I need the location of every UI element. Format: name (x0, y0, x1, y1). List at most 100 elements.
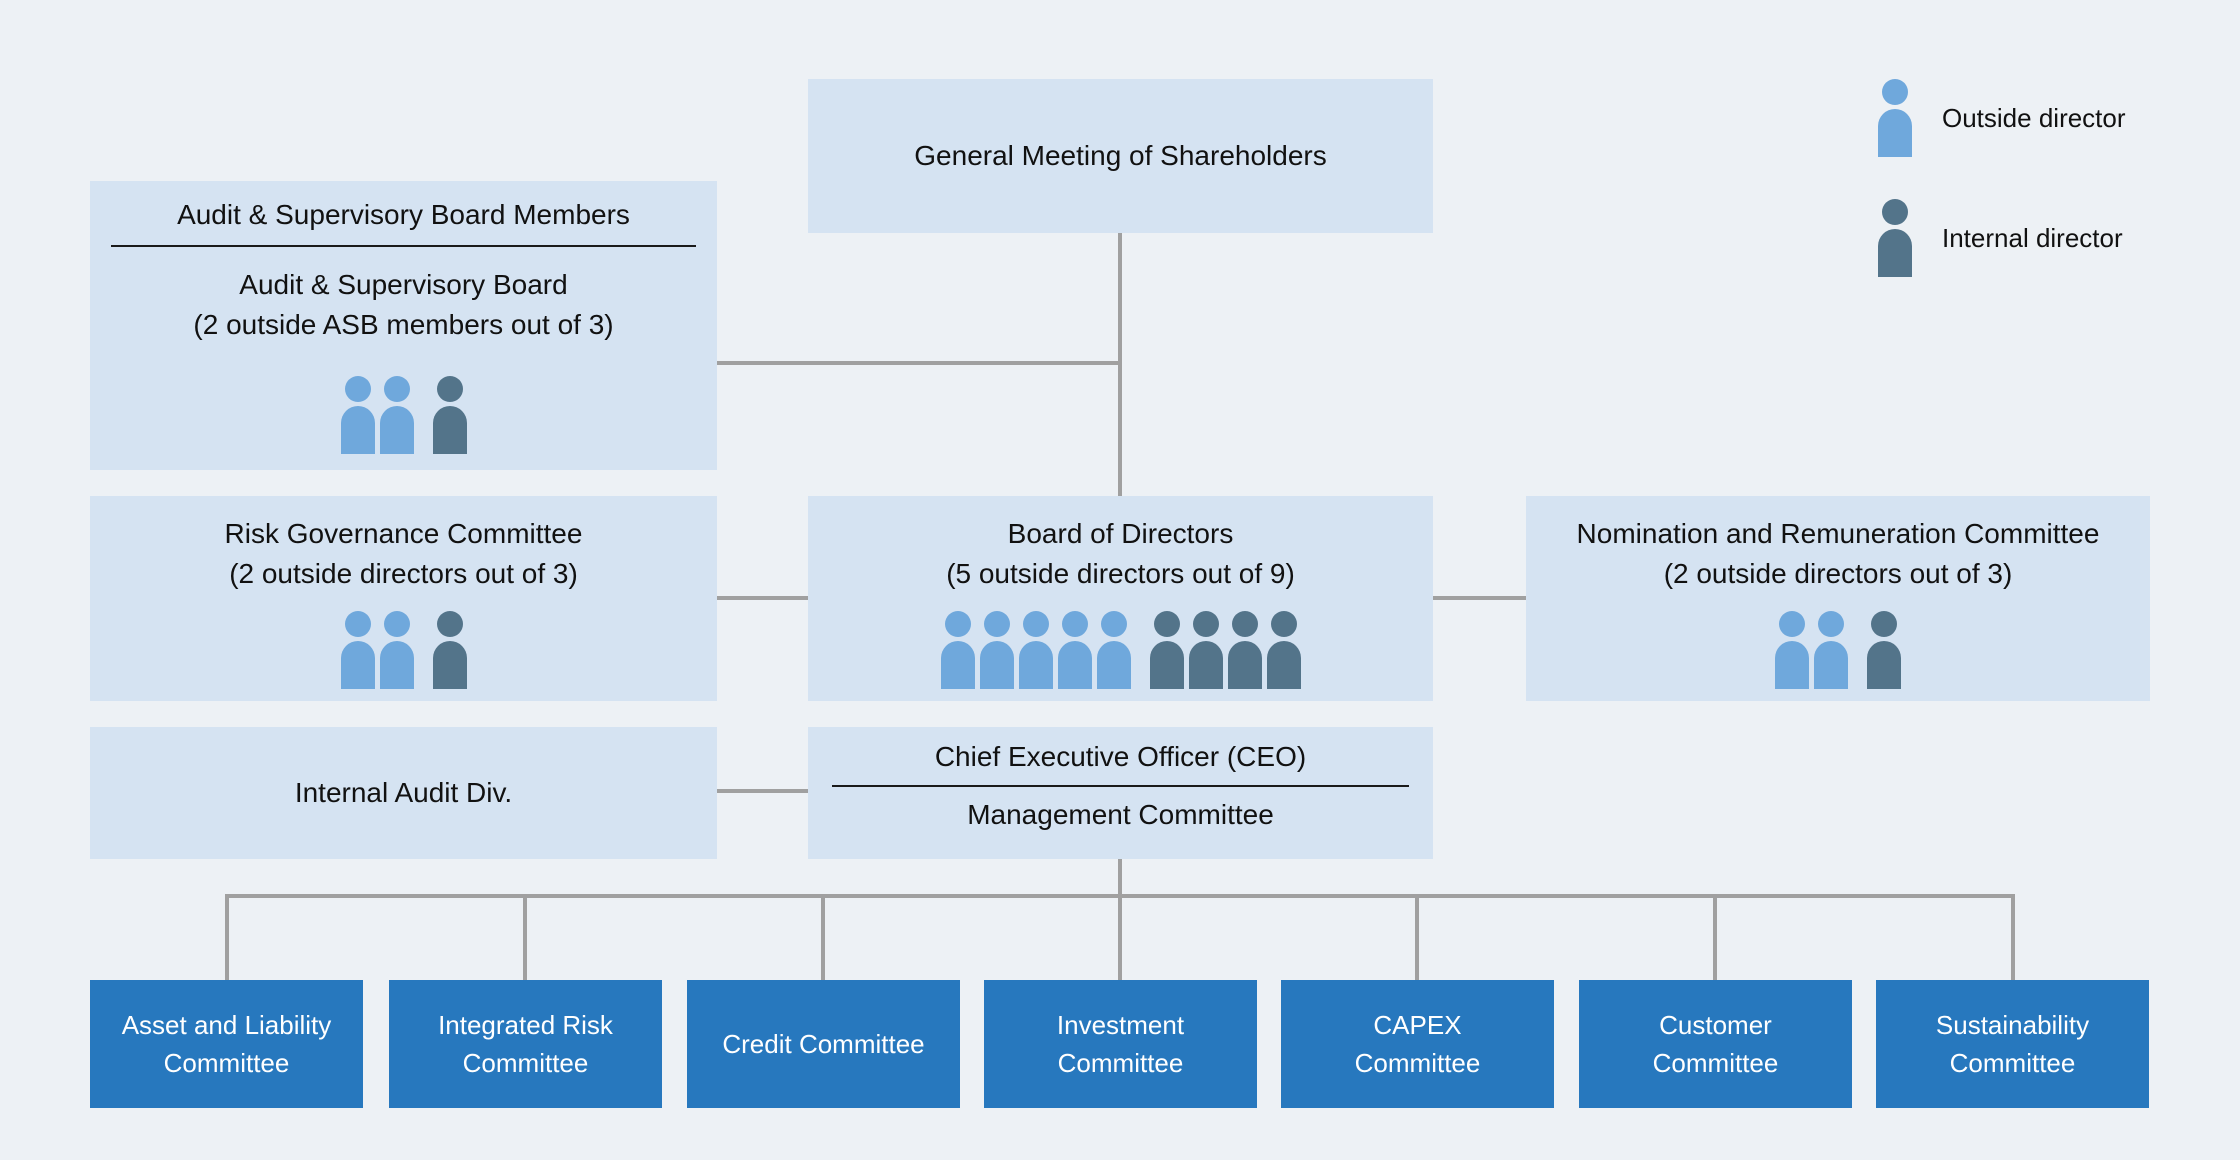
node-audit-supervisory-board: Audit & Supervisory Board Members Audit … (90, 181, 717, 470)
person-body (432, 641, 467, 689)
person-body (1227, 641, 1262, 689)
person-head (1882, 79, 1908, 105)
outside-director-icon (1018, 611, 1053, 689)
member-icons-row (940, 611, 1301, 689)
internal-director-icon (1266, 611, 1301, 689)
node-title: Nomination and Remuneration Committee (1576, 518, 2100, 549)
connector-line (225, 894, 2015, 898)
node-risk-governance-committee: Risk Governance Committee (2 outside dir… (90, 496, 717, 701)
legend-icon-wrap (1878, 199, 1912, 277)
person-head (1818, 611, 1844, 637)
person-head (1192, 611, 1219, 637)
connector-line (2011, 894, 2015, 980)
node-label: Investment Committee (1056, 1010, 1185, 1078)
internal-director-icon (432, 611, 467, 689)
node-label: Integrated Risk Committee (438, 1010, 613, 1078)
person-body (979, 641, 1014, 689)
outside-director-icon (340, 611, 375, 689)
node-label: Sustainability Committee (1935, 1010, 2090, 1078)
node-general-meeting-of-shareholders: General Meeting of Shareholders (808, 79, 1433, 233)
node-title: Risk Governance Committee (224, 518, 583, 549)
node-capex-committee: CAPEX Committee (1281, 980, 1554, 1108)
legend-label: Internal director (1942, 222, 2123, 253)
person-head (1871, 611, 1897, 637)
connector-line (225, 894, 229, 980)
member-icons-row (340, 376, 467, 454)
person-head (1022, 611, 1049, 637)
outside-director-icon (1057, 611, 1092, 689)
node-label: Asset and Liability Committee (121, 1010, 332, 1078)
outside-director-icon (1814, 611, 1848, 689)
person-head (1061, 611, 1088, 637)
person-head (944, 611, 971, 637)
person-head (983, 611, 1010, 637)
person-body (1096, 641, 1131, 689)
node-subtitle-detail: (2 outside ASB members out of 3) (193, 309, 614, 340)
internal-director-icon (1227, 611, 1262, 689)
node-investment-committee: Investment Committee (984, 980, 1257, 1108)
person-body (379, 406, 414, 454)
person-body (340, 641, 375, 689)
internal-director-icon (1878, 199, 1912, 277)
internal-director-icon (1188, 611, 1223, 689)
connector-line (717, 789, 808, 793)
node-subtitle: Audit & Supervisory Board (239, 269, 568, 300)
person-head (344, 611, 371, 637)
outside-director-icon (340, 376, 375, 454)
outside-director-icon (1775, 611, 1809, 689)
person-body (1057, 641, 1092, 689)
node-customer-committee: Customer Committee (1579, 980, 1852, 1108)
node-subtitle-detail: (2 outside directors out of 3) (229, 558, 578, 589)
member-icons-row (1775, 611, 1901, 689)
node-integrated-risk-committee: Integrated Risk Committee (389, 980, 662, 1108)
node-sustainability-committee: Sustainability Committee (1876, 980, 2149, 1108)
person-body (1266, 641, 1301, 689)
node-title: Board of Directors (1007, 518, 1234, 549)
outside-director-icon (940, 611, 975, 689)
connector-line (821, 894, 825, 980)
node-ceo-management-committee: Chief Executive Officer (CEO) Management… (808, 727, 1433, 859)
internal-director-icon (432, 376, 467, 454)
connector-line (717, 596, 808, 600)
person-head (1231, 611, 1258, 637)
person-head (1882, 199, 1908, 225)
outside-director-icon (1878, 79, 1912, 157)
node-label: Internal Audit Div. (294, 777, 513, 808)
person-head (1779, 611, 1805, 637)
node-title: Chief Executive Officer (CEO) (934, 741, 1307, 772)
person-body (1878, 109, 1912, 157)
person-body (432, 406, 467, 454)
node-label: Credit Committee (722, 1029, 925, 1059)
person-body (1814, 641, 1848, 689)
person-head (436, 611, 463, 637)
connector-line (1415, 894, 1419, 980)
person-body (1775, 641, 1809, 689)
title-divider-line (111, 245, 696, 247)
person-head (1100, 611, 1127, 637)
legend-internal-director: Internal director (1878, 199, 2123, 277)
node-board-of-directors: Board of Directors (5 outside directors … (808, 496, 1433, 701)
node-title: Audit & Supervisory Board Members (177, 199, 630, 230)
legend-label: Outside director (1942, 102, 2126, 133)
outside-director-icon (379, 376, 414, 454)
person-body (1018, 641, 1053, 689)
connector-line (716, 361, 1122, 365)
person-body (940, 641, 975, 689)
connector-line (1433, 596, 1526, 600)
node-subtitle-detail: (5 outside directors out of 9) (946, 558, 1295, 589)
internal-director-icon (1867, 611, 1901, 689)
node-internal-audit-div: Internal Audit Div. (90, 727, 717, 859)
node-asset-liability-committee: Asset and Liability Committee (90, 980, 363, 1108)
node-label: CAPEX Committee (1354, 1010, 1481, 1078)
legend-icon-wrap (1878, 79, 1912, 157)
person-body (1867, 641, 1901, 689)
outside-director-icon (379, 611, 414, 689)
person-head (436, 376, 463, 402)
node-subtitle: Management Committee (967, 799, 1274, 830)
person-head (344, 376, 371, 402)
node-nomination-remuneration-committee: Nomination and Remuneration Committee (2… (1526, 496, 2150, 701)
node-credit-committee: Credit Committee (687, 980, 960, 1108)
person-body (379, 641, 414, 689)
outside-director-icon (1096, 611, 1131, 689)
